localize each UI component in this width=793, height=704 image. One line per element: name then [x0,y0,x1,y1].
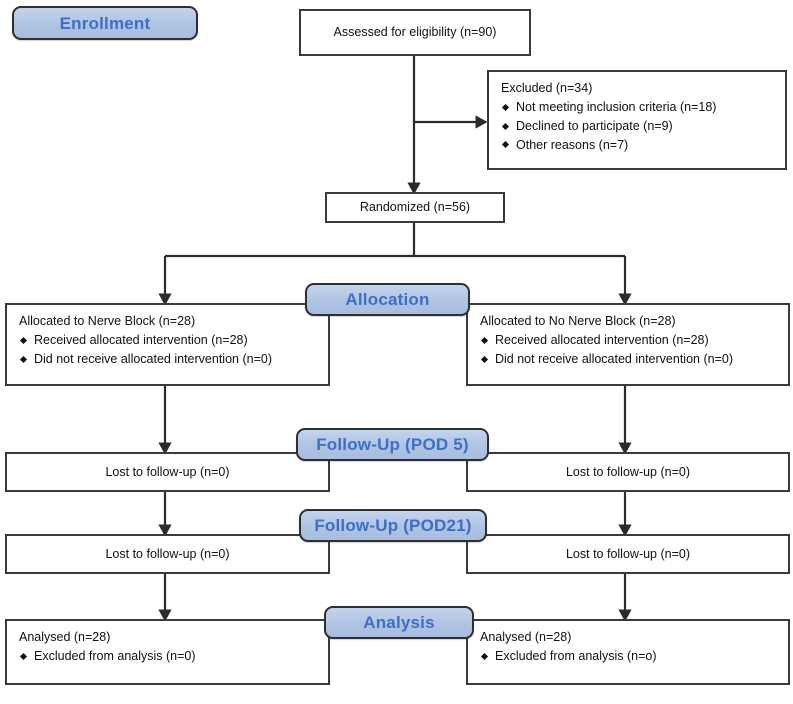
box-assessed-for-eligibility: Assessed for eligibility (n=90) [299,9,531,56]
box-followup-pod5-right: Lost to follow-up (n=0) [466,452,790,492]
stage-band-enrollment: Enrollment [12,6,198,40]
diamond-bullet-icon [501,122,510,130]
allocation-left-heading: Allocated to Nerve Block (n=28) [19,314,196,328]
list-item: Did not receive allocated intervention (… [19,350,318,369]
diamond-bullet-icon [480,355,489,363]
analysis-left-list: Excluded from analysis (n=0) [19,647,318,666]
list-item: Excluded from analysis (n=0) [19,647,318,666]
analysis-right-list: Excluded from analysis (n=o) [480,647,778,666]
allocation-right-heading: Allocated to No Nerve Block (n=28) [480,314,676,328]
stage-band-analysis-label: Analysis [363,613,435,632]
diamond-bullet-icon [19,355,28,363]
list-item: Other reasons (n=7) [501,136,775,155]
analysis-left-item: Excluded from analysis (n=0) [34,649,196,663]
assessed-text: Assessed for eligibility (n=90) [333,25,497,40]
diamond-bullet-icon [480,336,489,344]
stage-band-enrollment-label: Enrollment [59,13,151,33]
excluded-reason-list: Not meeting inclusion criteria (n=18) De… [501,98,775,154]
box-excluded: Excluded (n=34) Not meeting inclusion cr… [487,70,787,170]
list-item: Declined to participate (n=9) [501,117,775,136]
followup-pod21-right-text: Lost to follow-up (n=0) [565,546,691,561]
stage-band-analysis: Analysis [324,606,474,639]
followup-pod5-right-text: Lost to follow-up (n=0) [565,464,691,479]
box-followup-pod5-left: Lost to follow-up (n=0) [5,452,330,492]
allocation-right-item: Did not receive allocated intervention (… [495,351,733,366]
stage-band-followup-pod21: Follow-Up (POD21) [299,509,487,542]
allocation-left-list: Received allocated intervention (n=28) D… [19,331,318,369]
excluded-heading: Excluded (n=34) [501,81,593,95]
list-item: Did not receive allocated intervention (… [480,350,778,369]
box-analysis-left: Analysed (n=28) Excluded from analysis (… [5,619,330,685]
diamond-bullet-icon [501,141,510,149]
diamond-bullet-icon [19,652,28,660]
followup-pod21-left-text: Lost to follow-up (n=0) [105,546,230,561]
diamond-bullet-icon [19,336,28,344]
diamond-bullet-icon [501,103,510,111]
stage-band-followup-pod5-label: Follow-Up (POD 5) [316,435,469,454]
box-analysis-right: Analysed (n=28) Excluded from analysis (… [466,619,790,685]
excluded-reason-text: Other reasons (n=7) [516,137,629,152]
analysis-right-heading: Analysed (n=28) [480,630,572,644]
box-randomized: Randomized (n=56) [325,192,505,223]
allocation-right-list: Received allocated intervention (n=28) D… [480,331,778,369]
excluded-reason-text: Declined to participate (n=9) [516,118,673,133]
box-followup-pod21-left: Lost to follow-up (n=0) [5,534,330,574]
randomized-text: Randomized (n=56) [359,200,471,215]
list-item: Received allocated intervention (n=28) [19,331,318,350]
allocation-left-item: Received allocated intervention (n=28) [34,333,248,347]
allocation-right-item: Received allocated intervention (n=28) [495,333,709,347]
stage-band-followup-pod5: Follow-Up (POD 5) [296,428,489,461]
box-allocation-right: Allocated to No Nerve Block (n=28) Recei… [466,303,790,386]
excluded-reason-text: Not meeting inclusion criteria (n=18) [516,100,717,114]
list-item: Excluded from analysis (n=o) [480,647,778,666]
followup-pod5-left-text: Lost to follow-up (n=0) [105,464,230,479]
list-item: Not meeting inclusion criteria (n=18) [501,98,775,117]
diamond-bullet-icon [480,652,489,660]
stage-band-allocation-label: Allocation [345,290,430,309]
stage-band-allocation: Allocation [305,283,470,316]
analysis-left-heading: Analysed (n=28) [19,630,111,644]
list-item: Received allocated intervention (n=28) [480,331,778,350]
allocation-left-item: Did not receive allocated intervention (… [34,351,272,366]
stage-band-followup-pod21-label: Follow-Up (POD21) [314,516,472,535]
analysis-right-item: Excluded from analysis (n=o) [495,649,657,663]
box-followup-pod21-right: Lost to follow-up (n=0) [466,534,790,574]
box-allocation-left: Allocated to Nerve Block (n=28) Received… [5,303,330,386]
